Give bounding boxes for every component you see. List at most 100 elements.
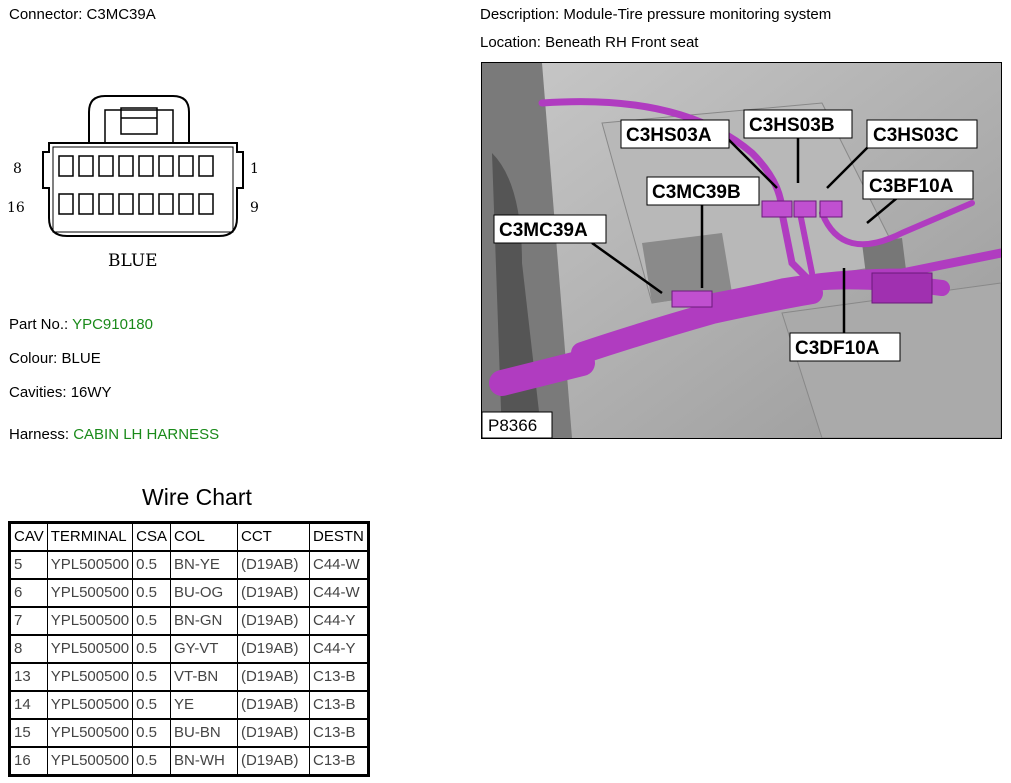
cell-csa: 0.5: [132, 718, 171, 748]
part-number-link[interactable]: YPC910180: [72, 316, 153, 333]
cell-csa: 0.5: [132, 690, 171, 720]
cavities-line: Cavities: 16WY: [9, 384, 112, 401]
wire-chart-title: Wire Chart: [142, 484, 252, 510]
cell-cav: 16: [9, 746, 48, 776]
col-header-cav: CAV: [9, 522, 48, 552]
cell-col: BN-YE: [169, 550, 238, 580]
callout-c3hs03c: C3HS03C: [873, 125, 959, 146]
photo-ref: P8366: [488, 416, 537, 435]
connector-id: C3MC39A: [86, 6, 156, 23]
cell-cav: 8: [9, 634, 48, 664]
cell-col: BU-BN: [169, 718, 238, 748]
cell-col: VT-BN: [169, 662, 238, 692]
cavities-value: 16WY: [70, 384, 112, 401]
cell-csa: 0.5: [132, 662, 171, 692]
callout-c3mc39b: C3MC39B: [652, 182, 741, 203]
cell-destn: C13-B: [308, 690, 369, 720]
cell-cct: (D19AB): [236, 662, 310, 692]
callout-c3mc39a: C3MC39A: [499, 220, 588, 241]
cell-destn: C44-W: [308, 550, 369, 580]
cell-csa: 0.5: [132, 606, 171, 636]
cell-destn: C44-Y: [308, 634, 369, 664]
harness-label: Harness:: [9, 426, 70, 443]
harness-link[interactable]: CABIN LH HARNESS: [73, 426, 220, 443]
cell-destn: C44-Y: [308, 606, 369, 636]
connector-line: Connector: C3MC39A: [9, 6, 156, 23]
cell-cav: 5: [9, 550, 48, 580]
location-line: Location: Beneath RH Front seat: [480, 34, 698, 51]
cell-terminal: YPL500500: [46, 578, 134, 608]
cell-col: GY-VT: [169, 634, 238, 664]
pin-label-1: 1: [250, 161, 259, 177]
cell-col: YE: [169, 690, 238, 720]
cell-destn: C13-B: [308, 746, 369, 776]
location-photo-illustration: C3HS03A C3HS03B C3HS03C C3MC39B C3BF10A …: [482, 63, 1001, 438]
cell-cct: (D19AB): [236, 606, 310, 636]
pin-label-9: 9: [250, 200, 259, 216]
cell-cav: 15: [9, 718, 48, 748]
cell-cct: (D19AB): [236, 634, 310, 664]
cell-terminal: YPL500500: [46, 634, 134, 664]
cell-csa: 0.5: [132, 746, 171, 776]
col-header-terminal: TERMINAL: [46, 522, 134, 552]
callout-c3hs03b: C3HS03B: [749, 115, 835, 136]
cell-cct: (D19AB): [236, 578, 310, 608]
col-header-destn: DESTN: [308, 522, 369, 552]
description-label: Description:: [480, 6, 560, 23]
cell-csa: 0.5: [132, 634, 171, 664]
cell-cav: 14: [9, 690, 48, 720]
pin-label-8: 8: [13, 161, 22, 177]
cell-cct: (D19AB): [236, 718, 310, 748]
colour-value: BLUE: [61, 350, 101, 367]
cell-terminal: YPL500500: [46, 550, 134, 580]
cell-terminal: YPL500500: [46, 746, 134, 776]
cell-cct: (D19AB): [236, 746, 310, 776]
callout-c3df10a: C3DF10A: [795, 338, 880, 359]
col-header-cct: CCT: [236, 522, 310, 552]
cell-terminal: YPL500500: [46, 690, 134, 720]
harness-line: Harness: CABIN LH HARNESS: [9, 426, 219, 443]
cell-terminal: YPL500500: [46, 718, 134, 748]
part-number-label: Part No.:: [9, 316, 69, 333]
cell-destn: C13-B: [308, 662, 369, 692]
cell-cav: 7: [9, 606, 48, 636]
cell-cav: 13: [9, 662, 48, 692]
cell-cav: 6: [9, 578, 48, 608]
cell-col: BN-GN: [169, 606, 238, 636]
cell-col: BN-WH: [169, 746, 238, 776]
colour-line: Colour: BLUE: [9, 350, 101, 367]
description-value: Module-Tire pressure monitoring system: [563, 6, 832, 23]
location-value: Beneath RH Front seat: [545, 34, 699, 51]
col-header-csa: CSA: [132, 522, 171, 552]
callout-c3bf10a: C3BF10A: [869, 176, 954, 197]
cell-destn: C13-B: [308, 718, 369, 748]
cavities-label: Cavities:: [9, 384, 67, 401]
part-number-line: Part No.: YPC910180: [9, 316, 153, 333]
callout-c3hs03a: C3HS03A: [626, 125, 712, 146]
wire-chart-header-row: CAV TERMINAL CSA COL CCT DESTN: [9, 522, 369, 552]
cell-terminal: YPL500500: [46, 662, 134, 692]
cell-terminal: YPL500500: [46, 606, 134, 636]
connector-color-text: BLUE: [108, 251, 158, 271]
connector-face-drawing: 8 1 16 9 BLUE: [7, 95, 259, 271]
cell-col: BU-OG: [169, 578, 238, 608]
location-photo: C3HS03A C3HS03B C3HS03C C3MC39B C3BF10A …: [481, 62, 1002, 439]
connector-label: Connector:: [9, 6, 83, 23]
col-header-col: COL: [169, 522, 238, 552]
cell-csa: 0.5: [132, 550, 171, 580]
description-line: Description: Module-Tire pressure monito…: [480, 6, 831, 23]
cell-cct: (D19AB): [236, 550, 310, 580]
cell-cct: (D19AB): [236, 690, 310, 720]
cell-csa: 0.5: [132, 578, 171, 608]
colour-label: Colour:: [9, 350, 58, 367]
cell-destn: C44-W: [308, 578, 369, 608]
pin-label-16: 16: [7, 200, 25, 216]
